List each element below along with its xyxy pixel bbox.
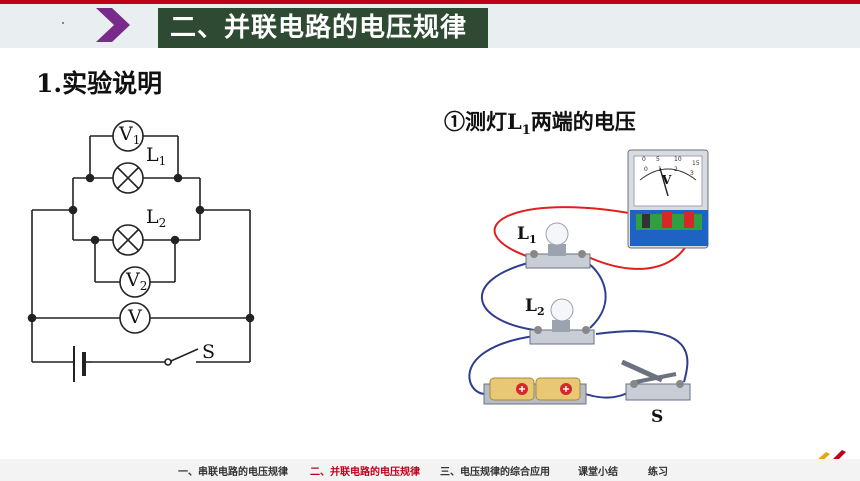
apparatus-l1-label: L1: [517, 224, 537, 246]
apparatus-illustration: [468, 149, 709, 405]
circuit-switch-label: S: [202, 341, 216, 363]
circuit-v2-label: V2: [126, 269, 147, 293]
decor-dot: [62, 22, 64, 24]
subheading-suffix: 两端的电压: [530, 109, 636, 134]
circuit-v-label: V: [128, 306, 142, 328]
scale-bottom-0: 0: [644, 166, 648, 173]
app-l2-subscript: 2: [536, 305, 545, 318]
apparatus-switch-label: S: [651, 407, 664, 427]
chevron-right-icon: [96, 8, 130, 42]
top-accent-line: [0, 0, 860, 4]
footer-nav: 一、串联电路的电压规律 二、并联电路的电压规律 三、电压规律的综合应用 课堂小结…: [0, 459, 860, 481]
v1-letter: V: [119, 123, 133, 145]
app-l2-letter: L: [525, 296, 537, 316]
nav-parallel-voltage[interactable]: 二、并联电路的电压规律: [310, 467, 420, 478]
v2-letter: V: [126, 269, 140, 291]
page-title: 二、并联电路的电压规律: [158, 8, 488, 48]
circuit-l2-label: L2: [146, 206, 166, 230]
scale-bottom-2: 2: [674, 166, 678, 173]
l1-letter: L: [146, 144, 159, 166]
nav-summary[interactable]: 课堂小结: [578, 467, 618, 478]
apparatus-l2-label: L2: [525, 296, 545, 318]
l2-subscript: 2: [158, 216, 167, 230]
v2-subscript: 2: [139, 279, 148, 293]
circuit-v1-label: V1: [119, 123, 140, 147]
scale-top-0: 0: [642, 156, 646, 163]
nav-series-voltage[interactable]: 一、串联电路的电压规律: [178, 467, 288, 478]
subheading-subscript: 1: [521, 123, 531, 138]
scale-top-15: 15: [692, 160, 700, 167]
l2-letter: L: [146, 206, 159, 228]
app-l1-subscript: 1: [528, 233, 537, 246]
app-l1-letter: L: [517, 224, 529, 244]
subheading-prefix: ①测灯L: [444, 109, 522, 134]
section-heading: 1.实验说明: [36, 69, 163, 98]
voltmeter-unit-label: V: [662, 173, 672, 187]
experiment-subheading: ①测灯L1两端的电压: [444, 106, 636, 138]
l1-subscript: 1: [158, 154, 167, 168]
scale-bottom-3: 3: [690, 170, 694, 177]
scale-top-5: 5: [656, 156, 660, 163]
nav-voltage-application[interactable]: 三、电压规律的综合应用: [440, 467, 550, 478]
scale-bottom-1: 1: [658, 166, 662, 173]
circuit-l1-label: L1: [146, 144, 166, 168]
v1-subscript: 1: [132, 133, 141, 147]
scale-top-10: 10: [674, 156, 682, 163]
circuit-schematic: [27, 120, 255, 382]
nav-practice[interactable]: 练习: [648, 467, 668, 478]
